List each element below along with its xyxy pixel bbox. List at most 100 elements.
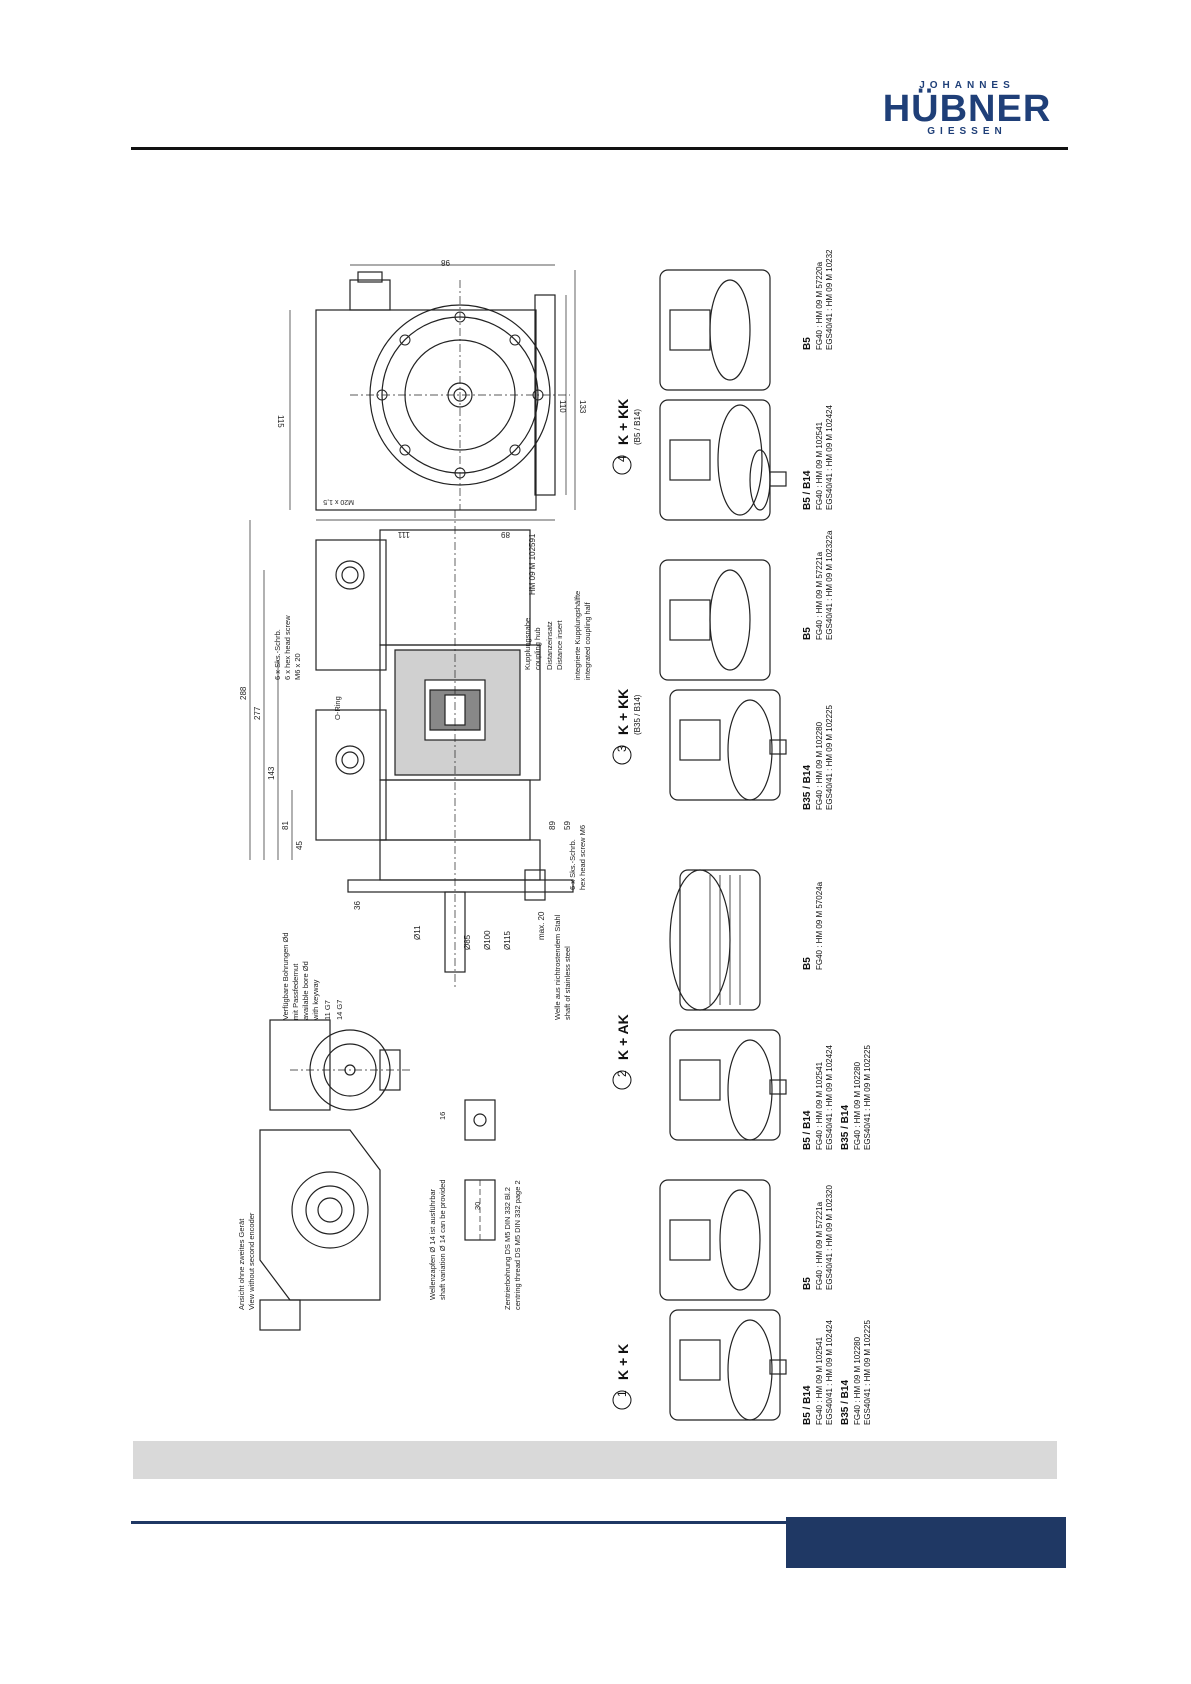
svg-text:30: 30 — [473, 1202, 482, 1210]
svg-text:shaft of stainless steel: shaft of stainless steel — [563, 946, 572, 1020]
variant-4-motor2-form: B5 — [802, 337, 813, 350]
svg-text:Ansicht ohne zweites Gerät: Ansicht ohne zweites Gerät — [237, 1218, 246, 1310]
variant-1-sketch — [659, 1179, 787, 1421]
variant-1-num: 1 — [615, 1390, 629, 1397]
svg-text:mit Passfedernut: mit Passfedernut — [291, 963, 300, 1020]
svg-text:M20 x 1,5: M20 x 1,5 — [323, 498, 354, 505]
variant-2-motor1-form: B5 / B14 — [802, 1110, 813, 1150]
brand-name: HÜBNER — [882, 88, 1052, 130]
brand-top: JOHANNES — [919, 80, 1015, 91]
variant-4-subtitle: (B5 / B14) — [633, 409, 642, 445]
svg-text:6 x Sks.-Schrb.: 6 x Sks.-Schrb. — [273, 629, 282, 680]
variant-1-motor2-form: B5 — [802, 1277, 813, 1290]
variant-labels: 4 K + KK (B5 / B14) B5 / B14 FG40 : HM 0… — [612, 240, 872, 1426]
variant-3-motor2-line1: FG40 : HM 09 M 57221a — [815, 551, 824, 640]
variant-1-motor1-alt-line2: EGS40/41 : HM 09 M 102225 — [863, 1320, 872, 1426]
svg-text:Ø100: Ø100 — [483, 930, 492, 950]
header-rule — [131, 147, 1068, 150]
svg-text:14 G7: 14 G7 — [335, 1000, 344, 1020]
svg-text:277: 277 — [253, 706, 262, 720]
variant-1-motor1-alt: B35 / B14 — [840, 1380, 851, 1425]
svg-text:36: 36 — [353, 901, 362, 910]
svg-text:6 x Sks.-Schrb.: 6 x Sks.-Schrb. — [568, 839, 577, 890]
variant-3-title: K + KK — [615, 689, 631, 735]
svg-text:Ø85: Ø85 — [463, 934, 472, 950]
section-view: 288 277 143 81 45 36 Ø11 Ø85 Ø10 — [239, 510, 592, 1021]
variant-4-title: K + KK — [615, 399, 631, 445]
variant-2-motor1-line2: EGS40/41 : HM 09 M 102424 — [825, 1045, 834, 1151]
variant-1-motor1-alt-line1: FG40 : HM 09 M 102280 — [853, 1336, 862, 1425]
svg-text:integrierte Kupplungshälfte: integrierte Kupplungshälfte — [573, 591, 582, 680]
dim-label: 111 — [397, 530, 410, 539]
svg-text:available bore Ød: available bore Ød — [301, 961, 310, 1020]
variant-4-motor1-line1: FG40 : HM 09 M 102541 — [815, 421, 824, 510]
svg-text:centring thread DS M5 DIN 332: centring thread DS M5 DIN 332 page 2 — [513, 1180, 522, 1310]
svg-text:59: 59 — [563, 821, 572, 830]
variant-3-motor2-form: B5 — [802, 627, 813, 640]
svg-text:45: 45 — [295, 841, 304, 850]
dim-label: 110 — [558, 400, 567, 413]
variant-4-motor2-line2: EGS40/41 : HM 09 M 102322a — [825, 250, 834, 350]
variant-drawings — [659, 269, 787, 1421]
variant-2-sketch — [669, 869, 787, 1141]
svg-text:Welle aus nichtrostendem Stahl: Welle aus nichtrostendem Stahl — [553, 914, 562, 1020]
end-view: 115 110 133 111 89 98 M20 x 1,5 — [276, 258, 587, 539]
svg-text:O-Ring: O-Ring — [333, 696, 342, 720]
variant-2-motor1-line1: FG40 : HM 09 M 102541 — [815, 1061, 824, 1150]
svg-text:max. 20: max. 20 — [537, 911, 546, 940]
brand-bottom: GIESSEN — [927, 126, 1007, 137]
variant-3-subtitle: (B35 / B14) — [633, 694, 642, 735]
variant-2-motor1-alt-line1: FG40 : HM 09 M 102280 — [853, 1061, 862, 1150]
variant-3-num: 3 — [615, 745, 629, 752]
variant-2-motor2-line1: FG40 : HM 09 M 57024a — [815, 881, 824, 970]
variant-2-motor1-alt: B35 / B14 — [840, 1105, 851, 1150]
variant-3-motor2-line2: EGS40/41 : HM 09 M 102322a — [825, 530, 834, 640]
dim-label: 133 — [578, 400, 587, 414]
svg-text:Ø11: Ø11 — [413, 925, 422, 940]
variant-4-sketch — [659, 269, 787, 521]
side-views: Ansicht ohne zweites Gerät View without … — [237, 1019, 522, 1331]
variant-3-motor1-line2: EGS40/41 : HM 09 M 102225 — [825, 705, 834, 811]
svg-text:Distance insert: Distance insert — [555, 619, 564, 670]
caption-band — [133, 1441, 1057, 1479]
dim-label: 115 — [276, 415, 285, 428]
variant-2-motor2-form: B5 — [802, 957, 813, 970]
variant-2-motor1-alt-line2: EGS40/41 : HM 09 M 102225 — [863, 1045, 872, 1151]
variant-1-motor1-line1: FG40 : HM 09 M 102541 — [815, 1336, 824, 1425]
dim-label: 98 — [441, 258, 450, 267]
variant-1-title: K + K — [615, 1344, 631, 1380]
variant-3-motor1-form: B35 / B14 — [802, 765, 813, 810]
svg-text:integrated coupling half: integrated coupling half — [583, 602, 592, 680]
variant-4-motor2-line1: FG40 : HM 09 M 57220a — [815, 261, 824, 350]
svg-text:Ø115: Ø115 — [503, 930, 512, 950]
variant-1-motor2-line2: EGS40/41 : HM 09 M 102320 — [825, 1185, 834, 1291]
technical-drawing: 115 110 133 111 89 98 M20 x 1,5 288 277 … — [230, 240, 960, 1430]
brand-logo: JOHANNES HÜBNER GIESSEN — [872, 80, 1062, 138]
svg-text:Kupplungsnabe: Kupplungsnabe — [523, 618, 532, 670]
variant-4-motor1-form: B5 / B14 — [802, 470, 813, 510]
svg-text:View without second encoder: View without second encoder — [247, 1212, 256, 1310]
svg-text:143: 143 — [267, 766, 276, 780]
svg-text:coupling hub: coupling hub — [533, 627, 542, 670]
variant-3-motor1-line1: FG40 : HM 09 M 102280 — [815, 721, 824, 810]
svg-text:HM 09 M 102591: HM 09 M 102591 — [528, 533, 537, 595]
variant-4-num: 4 — [615, 455, 629, 462]
svg-text:hex head screw M6: hex head screw M6 — [578, 825, 587, 890]
dim-label: 89 — [501, 530, 510, 539]
svg-text:6 x hex head screw: 6 x hex head screw — [283, 615, 292, 680]
svg-text:Wellenzapfen Ø 14 ist ausführb: Wellenzapfen Ø 14 ist ausführbar — [428, 1188, 437, 1300]
svg-text:M6 x 20: M6 x 20 — [293, 653, 302, 680]
variant-4-motor1-line2: EGS40/41 : HM 09 M 102424 — [825, 405, 834, 511]
svg-text:89: 89 — [548, 821, 557, 830]
svg-text:288: 288 — [239, 686, 248, 700]
variant-2-title: K + AK — [615, 1014, 631, 1060]
svg-text:shaft variation Ø 14 can be pr: shaft variation Ø 14 can be provided — [438, 1180, 447, 1301]
svg-text:Verfügbare Bohrungen Ød: Verfügbare Bohrungen Ød — [281, 932, 290, 1020]
footer-rule — [131, 1521, 786, 1524]
svg-text:with keyway: with keyway — [311, 979, 320, 1021]
svg-text:81: 81 — [281, 821, 290, 830]
variant-2-num: 2 — [615, 1070, 629, 1077]
svg-text:16: 16 — [438, 1112, 447, 1120]
svg-text:Zentrierbohrung DS M5 DIN 332: Zentrierbohrung DS M5 DIN 332 Bl.2 — [503, 1187, 512, 1310]
svg-text:11 G7: 11 G7 — [323, 1000, 332, 1020]
